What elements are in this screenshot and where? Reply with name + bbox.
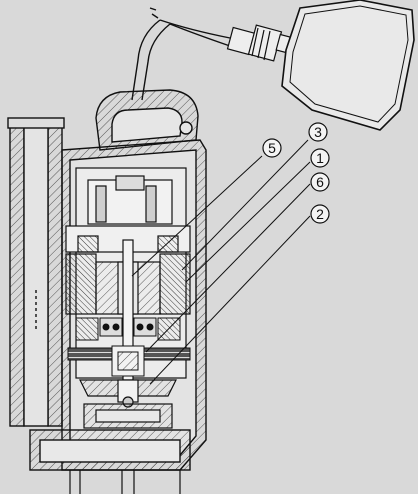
leader-2 [149, 215, 311, 385]
mechanical-seal [67, 345, 191, 377]
float-switch-cable [131, 7, 231, 101]
discharge-pipe [7, 117, 65, 427]
float-body [281, 0, 415, 131]
leader-lines [131, 139, 311, 385]
callout-6-label: 6 [316, 174, 324, 190]
leader-5 [131, 155, 263, 277]
leader-3 [181, 139, 309, 271]
callout-1: 1 [310, 148, 330, 168]
housing-handle [95, 89, 199, 151]
callout-5-label: 5 [268, 140, 276, 156]
callout-1-label: 1 [316, 150, 324, 166]
leader-1 [185, 161, 311, 283]
callout-2-label: 2 [316, 206, 324, 222]
callout-2: 2 [310, 204, 330, 224]
callout-5: 5 [262, 138, 282, 158]
stand [69, 470, 181, 494]
leader-6 [145, 183, 311, 353]
callout-6: 6 [310, 172, 330, 192]
cable-connector [226, 24, 295, 62]
callout-3-label: 3 [314, 124, 322, 140]
impeller [79, 379, 177, 429]
callout-3: 3 [308, 122, 328, 142]
